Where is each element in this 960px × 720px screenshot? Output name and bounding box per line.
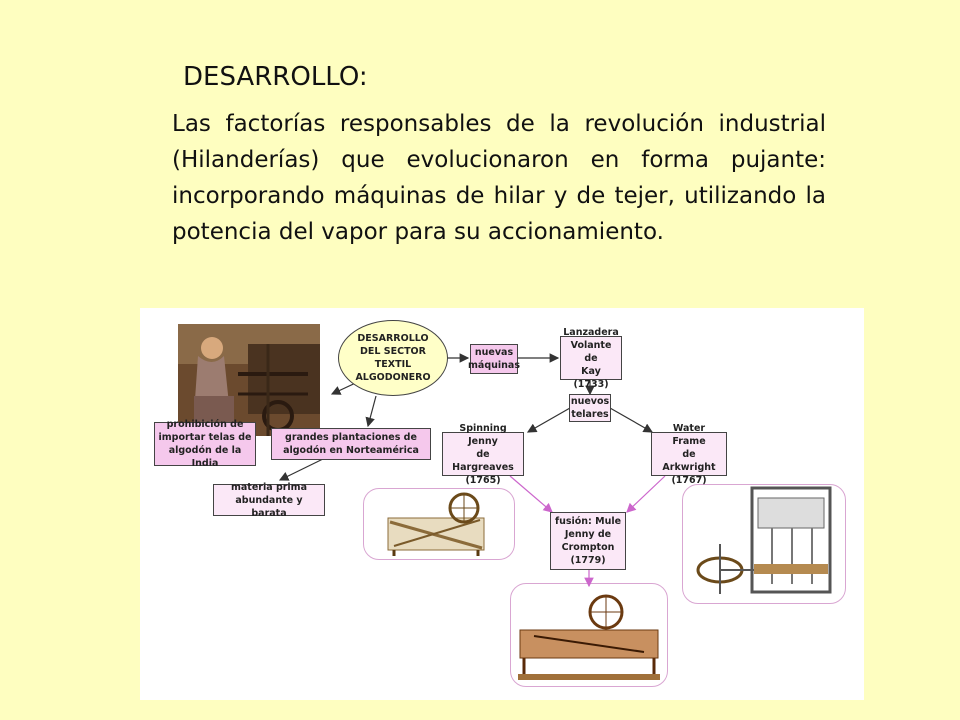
spinning-jenny-illustration <box>387 492 485 556</box>
node-nuevos-telares: nuevos telares <box>569 394 611 422</box>
node-water-frame: Water Frame de Arkwright (1767) <box>651 423 727 486</box>
water-frame-illustration <box>696 486 832 594</box>
node-prohibicion-india: prohibición de importar telas de algodón… <box>154 419 256 469</box>
mule-jenny-illustration <box>518 594 660 680</box>
node-nuevas-maquinas: nuevas máquinas <box>468 344 520 374</box>
node-desarrollo-sector-textil: DESARROLLO DEL SECTOR TEXTIL ALGODONERO <box>338 320 448 396</box>
node-fusion-mule-jenny: fusión: Mule Jenny de Crompton (1779) <box>550 512 626 570</box>
node-spinning-jenny: Spinning Jenny de Hargreaves (1765) <box>442 423 524 486</box>
slide-heading: DESARROLLO: <box>183 62 368 92</box>
diagram-panel: DESARROLLO DEL SECTOR TEXTIL ALGODONERO … <box>140 308 864 700</box>
node-grandes-plantaciones: grandes plantaciones de algodón en Norte… <box>271 428 431 460</box>
node-materia-prima: materia prima abundante y barata <box>213 482 325 519</box>
woman-loom-illustration <box>178 324 320 436</box>
diagram-connectors <box>278 353 666 588</box>
slide-paragraph: Las factorías responsables de la revoluc… <box>172 111 826 245</box>
node-lanzadera-kay: Lanzadera Volante de Kay (1733) <box>560 327 622 390</box>
